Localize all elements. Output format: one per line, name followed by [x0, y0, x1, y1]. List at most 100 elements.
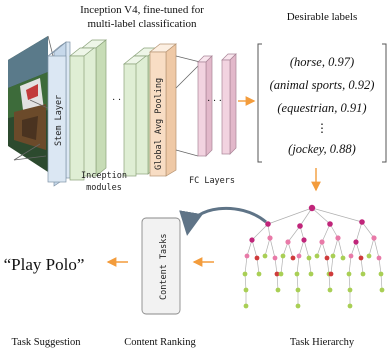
tree-node — [295, 303, 301, 309]
tree-edge — [256, 257, 260, 275]
tree-edge — [287, 225, 301, 243]
tree-node — [274, 271, 280, 277]
content-tasks-box: Content Tasks — [141, 217, 181, 315]
tree-edge — [311, 207, 331, 225]
tree-node — [340, 255, 346, 261]
tree-node — [295, 287, 301, 293]
tree-edge — [328, 273, 331, 291]
tree-edge — [296, 273, 299, 291]
tree-edge — [348, 255, 352, 275]
tree-node — [294, 271, 300, 277]
tree-edge — [251, 223, 269, 241]
tree-node — [280, 253, 286, 259]
label-item-1: (horse, 0.97) — [290, 55, 354, 69]
tree-node — [360, 271, 366, 277]
tree-edge — [287, 241, 294, 259]
tree-edge — [348, 273, 351, 291]
dots-1: · · · — [112, 95, 127, 106]
tree-edge — [244, 273, 247, 291]
tree-edge — [360, 257, 364, 275]
tree-node — [272, 255, 278, 261]
tree-edge — [368, 237, 375, 257]
tree-edge — [299, 207, 313, 227]
tree-node — [275, 287, 281, 293]
tree-node — [278, 271, 284, 277]
tree-edge — [355, 221, 363, 243]
pooling-connectors — [175, 55, 201, 157]
content-tasks-label: Content Tasks — [159, 233, 169, 300]
stem-layer-label: Stem Layer — [54, 95, 64, 146]
tree-edge — [298, 239, 305, 257]
caption-task-hierarchy: Task Hierarchy — [290, 337, 355, 348]
tree-edge — [378, 257, 382, 275]
tree-edge — [274, 257, 278, 275]
tree-edge — [296, 255, 300, 275]
tree-edge — [276, 273, 279, 291]
tree-node — [244, 253, 250, 259]
tree-node — [290, 255, 296, 261]
tree-node — [254, 255, 260, 261]
tree-edge — [269, 237, 276, 259]
label-item-ellipsis: ⋮ — [316, 121, 328, 135]
tree-node — [376, 255, 382, 261]
tree-edge — [380, 273, 383, 291]
caption-content-ranking: Content Ranking — [124, 337, 196, 348]
tree-node — [348, 253, 354, 259]
tree-node — [249, 237, 255, 243]
tree-edge — [361, 221, 375, 239]
tree-edge — [264, 237, 271, 257]
tree-edge — [337, 237, 344, 259]
tree-edge — [326, 257, 330, 275]
input-projection — [13, 143, 47, 161]
task-suggestion-text: “Play Polo” — [4, 255, 85, 274]
inception-module-1 — [69, 39, 107, 181]
tree-edge — [308, 257, 312, 275]
tree-node — [297, 223, 303, 229]
tree-node — [324, 255, 330, 261]
tree-edge — [321, 241, 328, 259]
tree-node — [347, 303, 353, 309]
tree-node — [366, 253, 372, 259]
fc-layer-1 — [197, 55, 213, 157]
dots-2: · · · — [207, 96, 222, 107]
tree-node — [353, 239, 359, 245]
tree-node — [328, 271, 334, 277]
tree-edge — [332, 237, 339, 257]
model-title-line1: Inception V4, fine-tuned for — [80, 4, 204, 16]
tree-node — [296, 253, 302, 259]
tree-edge — [303, 239, 310, 259]
inception-modules-label-2: modules — [86, 183, 122, 193]
tree-edge — [246, 239, 253, 257]
label-item-3: (equestrian, 0.91) — [277, 101, 366, 115]
tree-node — [330, 253, 336, 259]
tree-node — [347, 287, 353, 293]
tree-edge — [267, 207, 313, 225]
tree-node — [306, 255, 312, 261]
labels-bracket — [257, 43, 387, 163]
tree-node — [267, 235, 273, 241]
global-avg-pooling-block: Global Avg Pooling — [149, 43, 177, 177]
label-item-2: (animal sports, 0.92) — [270, 78, 375, 92]
inception-modules-label-1: Inception — [81, 171, 127, 181]
tree-node — [308, 271, 314, 277]
tree-edge — [251, 239, 258, 259]
stem-layer-block: Stem Layer — [47, 41, 71, 187]
caption-task-suggestion: Task Suggestion — [12, 337, 82, 348]
tree-edge — [373, 237, 380, 259]
tree-node — [371, 235, 377, 241]
tree-node — [319, 239, 325, 245]
tree-node — [265, 221, 271, 227]
tree-node — [242, 271, 248, 277]
curved-feedback-arrow — [179, 206, 267, 236]
tree-node — [243, 287, 249, 293]
tree-node — [335, 235, 341, 241]
tree-node — [359, 219, 365, 225]
tree-node — [358, 255, 364, 261]
tree-node — [301, 237, 307, 243]
tree-node — [327, 287, 333, 293]
model-title-line2: multi-label classification — [87, 18, 197, 30]
tree-node — [285, 239, 291, 245]
tree-edge — [355, 241, 362, 259]
tree-node — [314, 253, 320, 259]
